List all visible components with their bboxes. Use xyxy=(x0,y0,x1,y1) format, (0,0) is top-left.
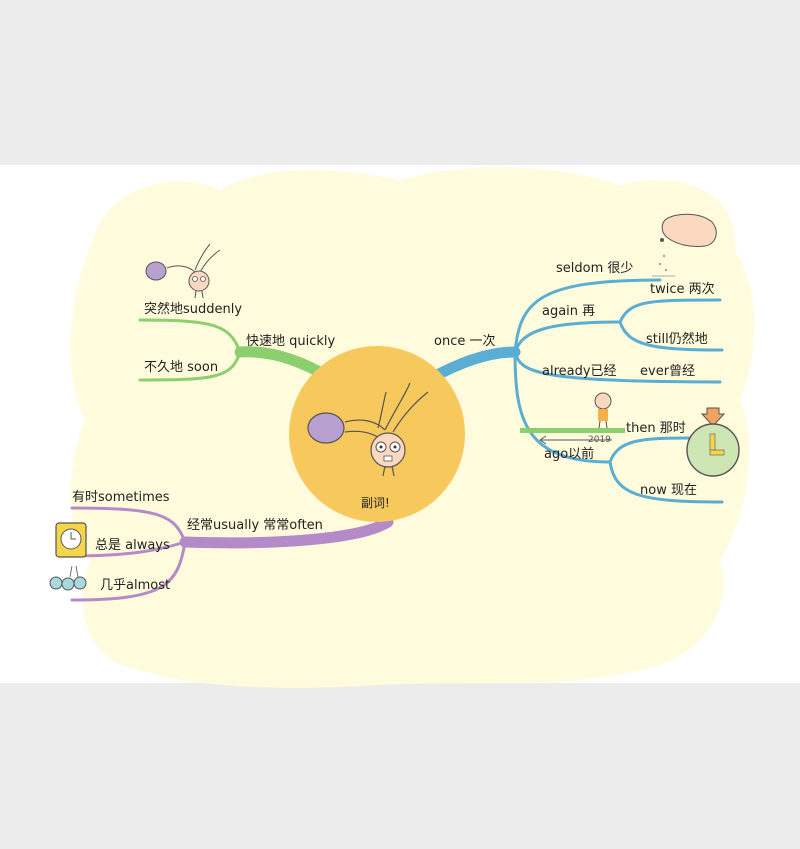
purple-branch xyxy=(70,506,394,602)
timeline-icon xyxy=(520,392,625,445)
timeline-year: 2019 xyxy=(588,435,611,445)
label-still: still仍然地 xyxy=(646,332,708,347)
label-almost: 几乎almost xyxy=(100,578,171,593)
suddenly-character-icon xyxy=(145,243,221,299)
label-ago: ago以前 xyxy=(544,447,595,462)
label-twice: twice 两次 xyxy=(650,282,715,297)
purple-line-sometimes xyxy=(70,506,187,544)
purple-line-always xyxy=(70,540,187,558)
blue-line-still xyxy=(618,320,724,352)
label-quickly: 快速地 quickly xyxy=(246,334,336,349)
label-already: already已经 xyxy=(542,364,617,379)
label-usually-often: 经常usually 常常often xyxy=(187,518,323,533)
blue-branch xyxy=(422,278,724,504)
blue-line-twice xyxy=(618,298,722,324)
top-band xyxy=(0,0,800,165)
blue-line-again xyxy=(513,320,622,354)
label-sometimes: 有时sometimes xyxy=(72,490,170,505)
green-clock-icon xyxy=(686,407,740,477)
blue-line-seldom xyxy=(513,278,662,354)
blue-line-now xyxy=(608,460,724,504)
balls-icon xyxy=(49,565,87,591)
label-again: again 再 xyxy=(542,304,596,319)
label-then: then 那时 xyxy=(626,421,686,436)
blue-line-already xyxy=(513,350,722,384)
label-ever: ever曾经 xyxy=(640,364,696,379)
label-suddenly: 突然地suddenly xyxy=(144,302,243,317)
purple-line-almost xyxy=(70,540,187,602)
blue-line-then xyxy=(608,436,692,464)
center-circle xyxy=(289,346,465,522)
label-soon: 不久地 soon xyxy=(144,360,219,375)
label-always: 总是 always xyxy=(95,538,170,553)
center-character-icon xyxy=(307,382,429,477)
center-label: 副词! xyxy=(361,496,390,510)
label-once: once 一次 xyxy=(434,334,496,349)
label-now: now 现在 xyxy=(640,483,697,498)
yellow-clock-icon xyxy=(55,522,87,558)
green-line-suddenly xyxy=(138,318,242,354)
bottom-band xyxy=(0,683,800,849)
pinching-hand-icon xyxy=(652,213,717,277)
purple-main-stem xyxy=(179,516,394,549)
green-line-soon xyxy=(138,350,242,382)
label-seldom: seldom 很少 xyxy=(556,261,634,276)
